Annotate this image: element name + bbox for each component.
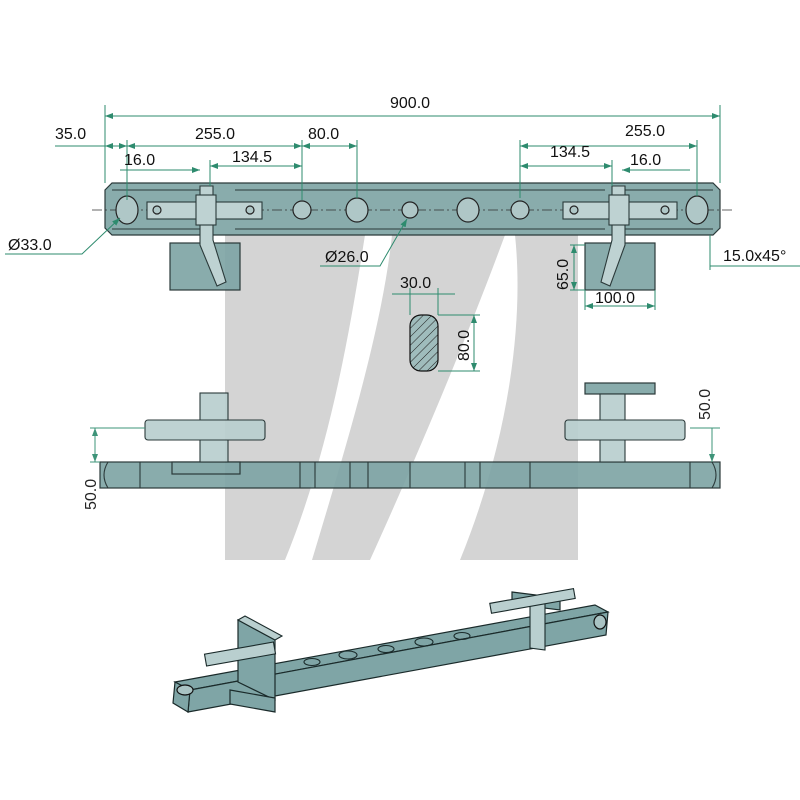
dim-right-inner: 134.5	[550, 144, 590, 161]
dim-block-width: 100.0	[595, 290, 635, 307]
cross-section: 30.0 80.0	[392, 275, 480, 372]
dim-section-height: 80.0	[456, 330, 473, 361]
dim-section-width: 30.0	[400, 275, 431, 292]
dim-right-span: 255.0	[625, 123, 665, 140]
dim-left-span: 255.0	[195, 126, 235, 143]
end-hole-left	[115, 195, 139, 225]
dim-left-small: 16.0	[124, 152, 155, 169]
dim-end-hole-diameter: Ø33.0	[8, 237, 52, 254]
dim-left-inner: 134.5	[232, 149, 272, 166]
dim-hole-pitch: 80.0	[308, 126, 339, 143]
hole	[292, 200, 312, 220]
end-hole-right	[685, 195, 709, 225]
dim-right-pin-height: 50.0	[697, 389, 714, 420]
isometric-view	[172, 587, 610, 714]
hole	[401, 201, 419, 219]
dim-left-pin-height: 50.0	[83, 479, 100, 510]
dim-hole-diameter: Ø26.0	[325, 249, 369, 266]
hole	[510, 200, 530, 220]
top-view	[92, 182, 735, 291]
front-view: 50.0 50.0	[83, 382, 721, 510]
dim-chamfer: 15.0x45°	[723, 248, 786, 265]
dim-block-height: 65.0	[555, 259, 572, 290]
hole	[456, 197, 480, 223]
dim-right-small: 16.0	[630, 152, 661, 169]
dim-end-offset: 35.0	[55, 126, 86, 143]
top-dimensions: 900.0 35.0 255.0 80.0 134.5 16.0 255.0 1…	[5, 95, 800, 310]
dim-overall-length: 900.0	[390, 95, 430, 112]
hole	[345, 197, 369, 223]
